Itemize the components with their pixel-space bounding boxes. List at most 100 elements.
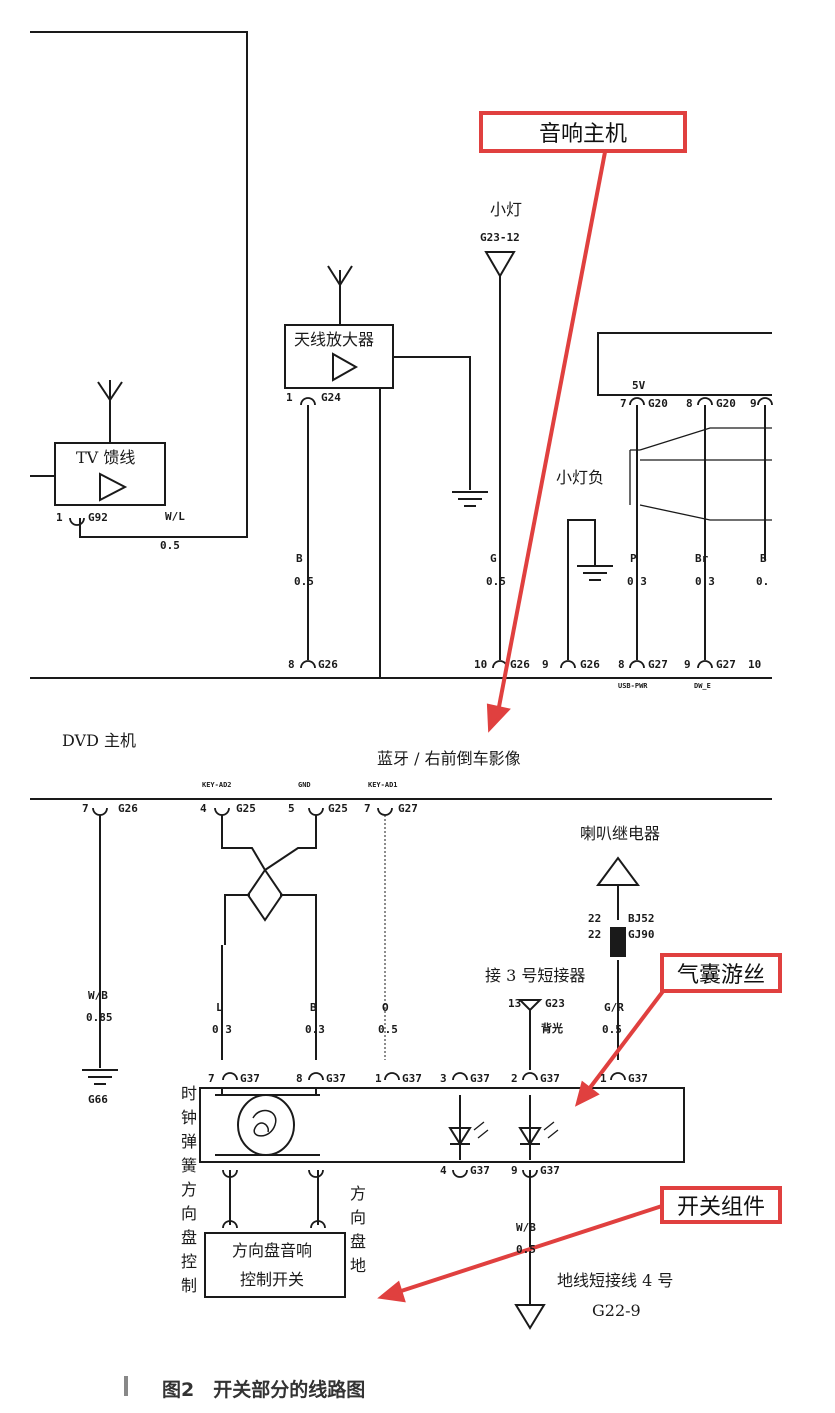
bj52-pin: 22 [588,912,602,925]
g26-8-pin: 8 [288,658,295,671]
bj52-label: BJ52 [628,912,655,925]
g26-9-pin: 9 [542,658,549,671]
airbag-callout-text: 气囊游丝 [676,963,765,988]
led-2 [518,1127,542,1146]
g20-7-label: G20 [648,397,668,410]
steering-ground-label: 方向盘地 [349,1182,367,1278]
ground-arrow [514,1304,546,1330]
g27-9-label: G27 [716,658,736,671]
g20-8-pin: 8 [686,397,693,410]
antenna-icon [327,265,353,325]
ground-splice-label: 地线短接线 4 号 [557,1271,674,1290]
gr-size: 0.5 [602,1023,622,1036]
switch-assembly-callout: 开关组件 [660,1186,782,1224]
g37-2-label: G37 [540,1072,560,1085]
b3-color: B [310,1001,317,1014]
caption-marker [124,1376,128,1396]
tv-antenna-icon [97,380,123,443]
key-ad2-label: KEY-AD2 [202,781,232,789]
p-color: P [630,552,637,565]
steering-audio-switch-label-2: 控制开关 [240,1270,305,1289]
g37-7-pin: 7 [208,1072,215,1085]
wl-wire [30,31,248,538]
g37-8-pin: 8 [296,1072,303,1085]
g92-label: G92 [88,511,108,524]
switch-assembly-box [199,1087,685,1163]
g27-8-pin: 8 [618,658,625,671]
wb-color: W/B [88,989,108,1002]
br-size: 0.3 [695,575,715,588]
backlight-arrow [517,999,543,1012]
g20-9-pin: 9 [750,397,757,410]
clock-spring-steering-control-label: 时钟弹簧方向盘控制 [180,1082,198,1298]
g-size: 0.5 [486,575,506,588]
g23-12-label: G23-12 [480,231,520,244]
wb2-size: 0.5 [516,1243,536,1256]
g26-10-label: G26 [510,658,530,671]
b-size: 0.5 [294,575,314,588]
led-1 [448,1127,472,1146]
b2-size: 0. [756,575,770,588]
g37-3-label: G37 [470,1072,490,1085]
g37-right-label: G37 [628,1072,648,1085]
right-module-box [597,332,772,396]
horn-relay-label: 喇叭继电器 [580,824,661,843]
l-size: 0.3 [212,1023,232,1036]
gr-color: G/R [604,1001,624,1014]
wire-crossing [246,868,284,922]
g37-4-pin: 4 [440,1164,447,1177]
gj90-pin: 22 [588,928,602,941]
g25-4-pin: 4 [200,802,207,815]
g25-5-label: G25 [328,802,348,815]
gnd-label: GND [298,781,311,789]
g25-4-label: G25 [236,802,256,815]
b3-size: 0.3 [305,1023,325,1036]
ground-symbol-1 [452,491,488,507]
g37-4-label: G37 [470,1164,490,1177]
steering-audio-switch-box [204,1232,346,1298]
horn-relay-arrow [596,856,640,886]
small-light-neg-label: 小灯负 [556,468,605,487]
key-ad1-label: KEY-AD1 [368,781,398,789]
g37-3-pin: 3 [440,1072,447,1085]
ground-g22-label: G22-9 [592,1301,641,1320]
g25-5-pin: 5 [288,802,295,815]
g26-9-label: G26 [580,658,600,671]
g37-7-label: G37 [240,1072,260,1085]
steering-audio-switch-label-1: 方向盘音响 [232,1241,313,1260]
g37-2-pin: 2 [511,1072,518,1085]
figure-caption: 图2 开关部分的线路图 [162,1379,366,1401]
gj90-label: GJ90 [628,928,655,941]
g26-7-pin: 7 [82,802,89,815]
o-size: 0.5 [378,1023,398,1036]
g26-10-pin: 10 [474,658,488,671]
o-color: O [382,1001,389,1014]
p-size: 0.3 [627,575,647,588]
ground-symbol-3 [82,1069,118,1085]
b2-color: B [760,552,767,565]
switch-assembly-callout-text: 开关组件 [676,1195,765,1220]
g23-13-pin: 13 [508,997,522,1010]
connector-body [610,927,626,957]
g27-7-pin: 7 [364,802,371,815]
small-light-arrow [484,251,516,278]
g37-9-pin: 9 [511,1164,518,1177]
g92-pin: 1 [56,511,63,524]
g23-13-label: G23 [545,997,565,1010]
tv-feeder-label: TV 馈线 [76,448,136,467]
steering-control-text: 方向盘控制 [180,1180,197,1295]
wb2-color: W/B [516,1221,536,1234]
airbag-arrow [584,980,672,1095]
g37-1-pin: 1 [375,1072,382,1085]
wb-size: 0.85 [86,1011,113,1024]
ground-symbol-2 [577,565,613,581]
g24-pin: 1 [286,391,293,404]
g26-7-label: G26 [118,802,138,815]
clock-spring-coil [237,1094,295,1156]
dw-e-label: DW_E [694,682,711,690]
dvd-host-label: DVD 主机 [62,731,137,750]
steering-ground-text: 方向盘地 [349,1184,366,1275]
wl-color: W/L [165,510,185,523]
airbag-callout: 气囊游丝 [660,953,782,993]
